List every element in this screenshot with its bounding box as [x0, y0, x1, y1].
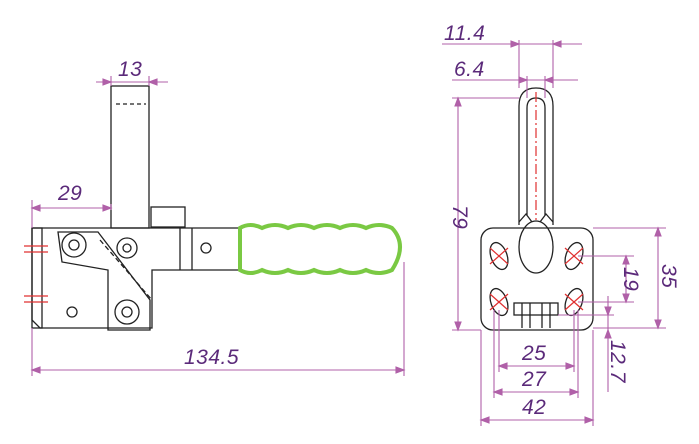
- dim-slot-width: 6.4: [454, 58, 485, 81]
- dim-base-width: 42: [522, 396, 546, 419]
- mount-hole: [66, 306, 78, 318]
- spindle-bump: [150, 206, 186, 228]
- pivot-hole-1-inner: [68, 239, 80, 251]
- pivot-hole-1: [61, 232, 87, 258]
- pivot-hole-3-inner: [121, 306, 133, 318]
- hidden-diagonal: [99, 239, 153, 301]
- base-flange: [31, 227, 43, 329]
- pivot-hole-2-inner: [122, 243, 132, 253]
- left-wing: [518, 212, 533, 223]
- pivot-hole-3: [114, 299, 140, 325]
- spindle-block: [513, 302, 559, 316]
- side-dimensions: [30, 76, 406, 376]
- dim-hole-pitch-mid: 27: [521, 368, 547, 391]
- dim-overall-length: 134.5: [184, 346, 239, 369]
- dim-handle-width: 13: [118, 58, 142, 81]
- upright-post: [518, 87, 554, 225]
- dim-hole-pitch-inner: 25: [521, 342, 546, 365]
- side-view: [31, 85, 241, 331]
- arm-hole: [200, 242, 212, 254]
- dim-offset: 29: [57, 182, 82, 205]
- handle-grip: [238, 223, 402, 275]
- slot-hole-bl: [489, 287, 509, 317]
- link-plate: [57, 231, 151, 331]
- front-dimensions: [442, 40, 666, 426]
- dim-height: 79: [448, 205, 471, 229]
- front-view: [480, 87, 594, 331]
- dim-base-height: 35: [657, 264, 680, 288]
- pivot-hole-2: [116, 237, 138, 259]
- dim-top-width: 11.4: [444, 22, 485, 45]
- slot-hole-tr: [564, 241, 584, 271]
- vertical-post: [110, 85, 150, 229]
- front-centerlines: [489, 92, 584, 311]
- center-boss: [518, 220, 554, 274]
- flange-centerlines: [24, 245, 48, 303]
- dim-vertical-pitch: 19: [619, 267, 642, 291]
- right-wing: [539, 212, 554, 223]
- base-plate: [480, 227, 594, 331]
- dim-bottom-offset: 12.7: [606, 340, 629, 384]
- slot-hole-tl: [489, 241, 509, 271]
